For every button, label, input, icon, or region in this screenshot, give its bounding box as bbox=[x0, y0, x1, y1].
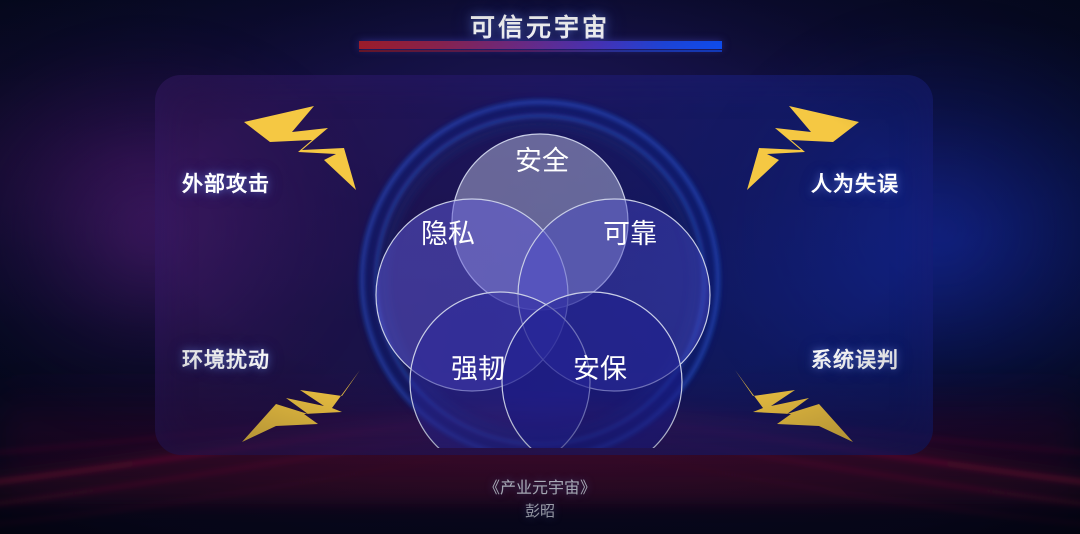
caption: 《产业元宇宙》 彭昭 bbox=[0, 477, 1080, 523]
threat-label: 环境扰动 bbox=[182, 349, 270, 372]
caption-author: 彭昭 bbox=[524, 503, 555, 520]
threat-label: 系统误判 bbox=[811, 349, 899, 372]
threat-system-misjudgment: 系统误判 bbox=[715, 332, 935, 444]
threat-human-error: 人为失误 bbox=[715, 100, 935, 210]
threat-external-attack: 外部攻击 bbox=[170, 100, 380, 210]
venn-label-resilience: 强韧 bbox=[451, 354, 505, 384]
lightning-bolt-icon bbox=[242, 370, 360, 442]
venn-label-reliability: 可靠 bbox=[603, 219, 657, 249]
venn-label-security: 安全 bbox=[515, 146, 569, 176]
threat-label: 人为失误 bbox=[811, 173, 899, 196]
venn-diagram: 安全 隐私 可靠 强韧 安保 bbox=[330, 88, 750, 473]
title-accent-bar bbox=[359, 41, 722, 49]
threat-label: 外部攻击 bbox=[182, 173, 270, 196]
caption-book-title: 《产业元宇宙》 bbox=[483, 480, 596, 497]
threat-environment-disturbance: 环境扰动 bbox=[170, 332, 385, 444]
title-accent-bar-thin bbox=[359, 50, 722, 52]
venn-label-privacy: 隐私 bbox=[421, 219, 475, 249]
page-title: 可信元宇宙 bbox=[469, 14, 610, 42]
venn-label-safeguard: 安保 bbox=[573, 354, 627, 384]
lightning-bolt-icon bbox=[735, 370, 853, 442]
